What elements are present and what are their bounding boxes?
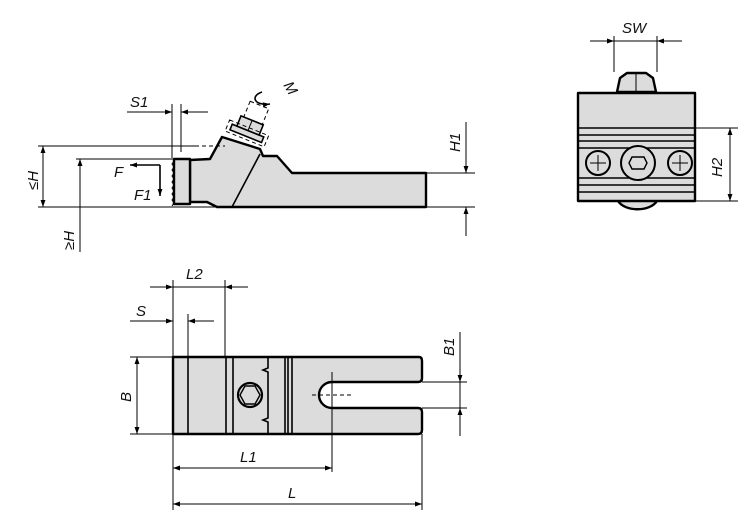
label-s: S	[136, 303, 146, 320]
label-h-max: ≤H	[25, 171, 42, 190]
side-view: M S1 ≤H ≥H F F1 H1	[25, 79, 475, 252]
label-sw: SW	[622, 20, 648, 37]
bottom-nut	[616, 200, 659, 211]
label-b1: B1	[441, 338, 458, 356]
screw-head-icon	[224, 100, 270, 148]
front-view: SW H2	[576, 20, 738, 211]
torque-arrow-icon	[254, 91, 271, 108]
label-b: B	[118, 392, 135, 402]
top-view: L2 S B B1 L1 L	[118, 266, 467, 510]
label-f1: F1	[134, 187, 152, 204]
screw-center-icon	[620, 145, 656, 181]
label-h-min: ≥H	[61, 231, 78, 250]
label-l1: L1	[240, 449, 257, 466]
label-s1: S1	[130, 94, 148, 111]
label-m: M	[280, 79, 301, 99]
clamp-body-top	[171, 355, 424, 436]
label-f: F	[114, 164, 124, 181]
label-l2: L2	[186, 266, 203, 283]
label-h2: H2	[709, 157, 726, 177]
label-h1: H1	[447, 133, 464, 152]
serrated-jaw	[172, 157, 192, 206]
clamp-body-side	[188, 135, 428, 209]
label-l: L	[288, 485, 296, 502]
